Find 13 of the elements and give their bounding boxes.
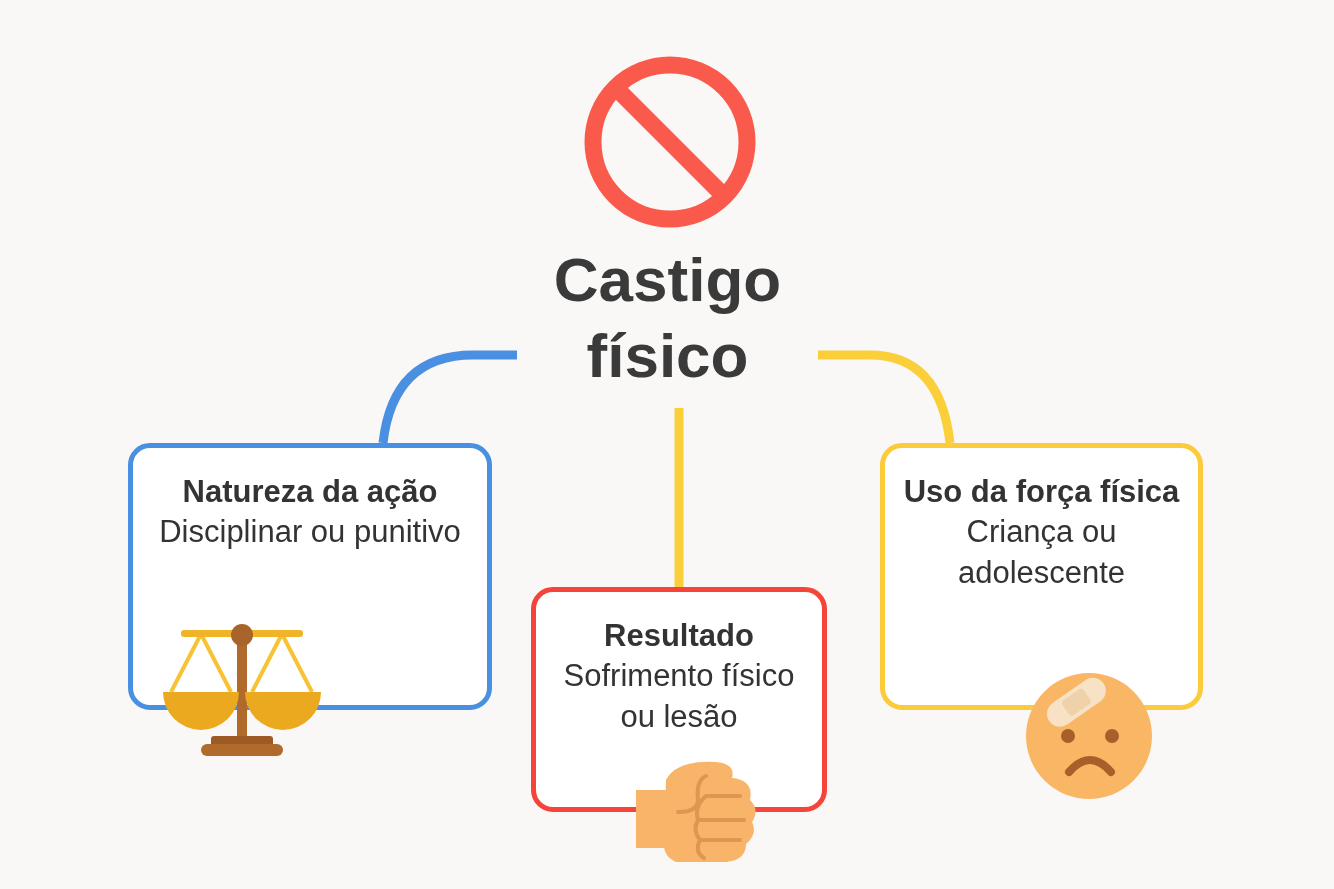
connector-line [378, 350, 517, 444]
connector-line [818, 350, 955, 444]
topic-box [128, 443, 492, 710]
connector-line [674, 408, 684, 587]
box-heading: Resultado [604, 617, 754, 655]
box-heading: Uso da força física [903, 473, 1180, 511]
box-text: Sofrimento físico ou lesão [562, 657, 796, 736]
box-text: Disciplinar ou punitivo [159, 513, 461, 552]
topic-box [531, 587, 827, 812]
box-text: Criança ou adolescente [956, 513, 1127, 592]
box-heading: Natureza da ação [182, 473, 438, 511]
title-text: Castigo físico [552, 244, 783, 392]
topic-box [880, 443, 1203, 710]
